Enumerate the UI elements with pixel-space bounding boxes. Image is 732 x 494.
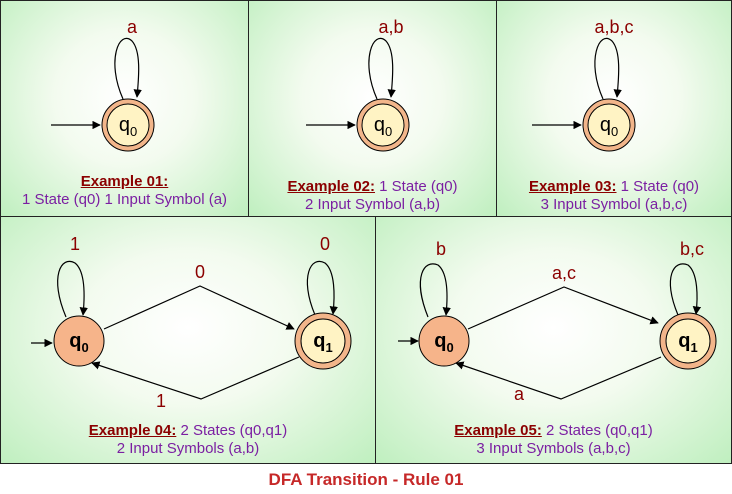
loop-label-q0: b: [436, 239, 446, 259]
state-q0-label: q0: [69, 330, 88, 355]
example-03-caption: Example 03: 1 State (q0) 3 Input Symbol …: [528, 178, 700, 213]
example-description: 1 State (q0) 1 Input Symbol (a): [21, 191, 228, 208]
edge-label-forward: 0: [195, 262, 205, 282]
state-q1: [300, 318, 346, 364]
edge-label-forward: a,c: [552, 263, 576, 283]
state-q0: [587, 103, 631, 147]
self-loop-arrow: [368, 38, 396, 100]
self-loop-q0-arrow: [419, 263, 451, 318]
state-q1: [665, 318, 711, 364]
example-description: 3 Input Symbol (a,b,c): [540, 196, 688, 213]
state-q0-label: q0: [600, 114, 618, 139]
edge-label-back: a: [514, 384, 525, 404]
example-02-diagram: a,b q0: [306, 17, 410, 152]
example-description: 2 Input Symbols (a,b): [116, 440, 260, 457]
example-02-panel: a,b q0 Example 02: 1 State (q0) 2 Input …: [248, 0, 497, 217]
example-01-caption: Example 01: 1 State (q0) 1 Input Symbol …: [1, 173, 248, 209]
example-description: 2 Input Symbol (a,b): [304, 196, 441, 213]
example-04-panel: 1 0 0 1 q0 q1 Example 04: 2 States (q0,q…: [0, 216, 376, 464]
state-q1-label: q1: [313, 330, 332, 355]
state-q1-label: q1: [678, 330, 697, 355]
example-heading: Example 03:: [528, 178, 617, 195]
example-02-caption: Example 02: 1 State (q0) 2 Input Symbol …: [287, 178, 458, 213]
edge-q0-to-q1: [103, 285, 295, 330]
state-q0-label: q0: [119, 114, 137, 139]
self-loop-q0-arrow: [57, 260, 88, 318]
state-q0: [361, 103, 405, 147]
self-loop-q1-arrow: [669, 263, 702, 316]
loop-label-q1: 0: [320, 234, 330, 254]
state-q0-label: q0: [434, 330, 453, 355]
loop-label-q0: a: [127, 17, 138, 37]
diagram-title: DFA Transition - Rule 01: [268, 470, 464, 489]
example-01-diagram: a q0: [51, 17, 155, 152]
loop-label-q0: a,b: [378, 17, 403, 37]
example-04-caption: Example 04: 2 States (q0,q1) 2 Input Sym…: [88, 422, 288, 457]
state-q0: [106, 103, 150, 147]
example-05-diagram: b b,c a,c a q0 q1: [398, 239, 717, 404]
example-03-diagram: a,b,c q0: [532, 17, 636, 152]
loop-label-q1: b,c: [680, 239, 704, 259]
edge-q0-to-q1: [467, 286, 659, 330]
edge-q1-to-q0: [455, 356, 662, 400]
state-q0: [418, 315, 470, 367]
example-description: 3 Input Symbols (a,b,c): [476, 440, 631, 457]
example-heading: Example 02:: [287, 178, 375, 195]
state-q0-label: q0: [374, 114, 392, 139]
example-heading: Example 05:: [454, 422, 542, 439]
loop-label-q0: 1: [70, 234, 80, 254]
example-heading: Example 04:: [88, 422, 177, 439]
edge-label-back: 1: [156, 391, 166, 411]
example-heading: Example 01:: [80, 173, 169, 190]
self-loop-q1-arrow: [306, 260, 338, 316]
loop-label-q0: a,b,c: [594, 17, 633, 37]
example-04-diagram: 1 0 0 1 q0 q1: [31, 234, 352, 411]
example-01-panel: a q0 Example 01: 1 State (q0) 1 Input Sy…: [0, 0, 249, 217]
example-05-panel: b b,c a,c a q0 q1 Example 05: 2 States (…: [375, 216, 732, 464]
self-loop-arrow: [114, 38, 142, 100]
state-q0: [53, 315, 105, 367]
example-05-caption: Example 05: 2 States (q0,q1) 3 Input Sym…: [454, 422, 653, 457]
self-loop-arrow: [594, 38, 622, 100]
edge-q1-to-q0: [91, 356, 300, 400]
example-03-panel: a,b,c q0 Example 03: 1 State (q0) 3 Inpu…: [496, 0, 732, 217]
